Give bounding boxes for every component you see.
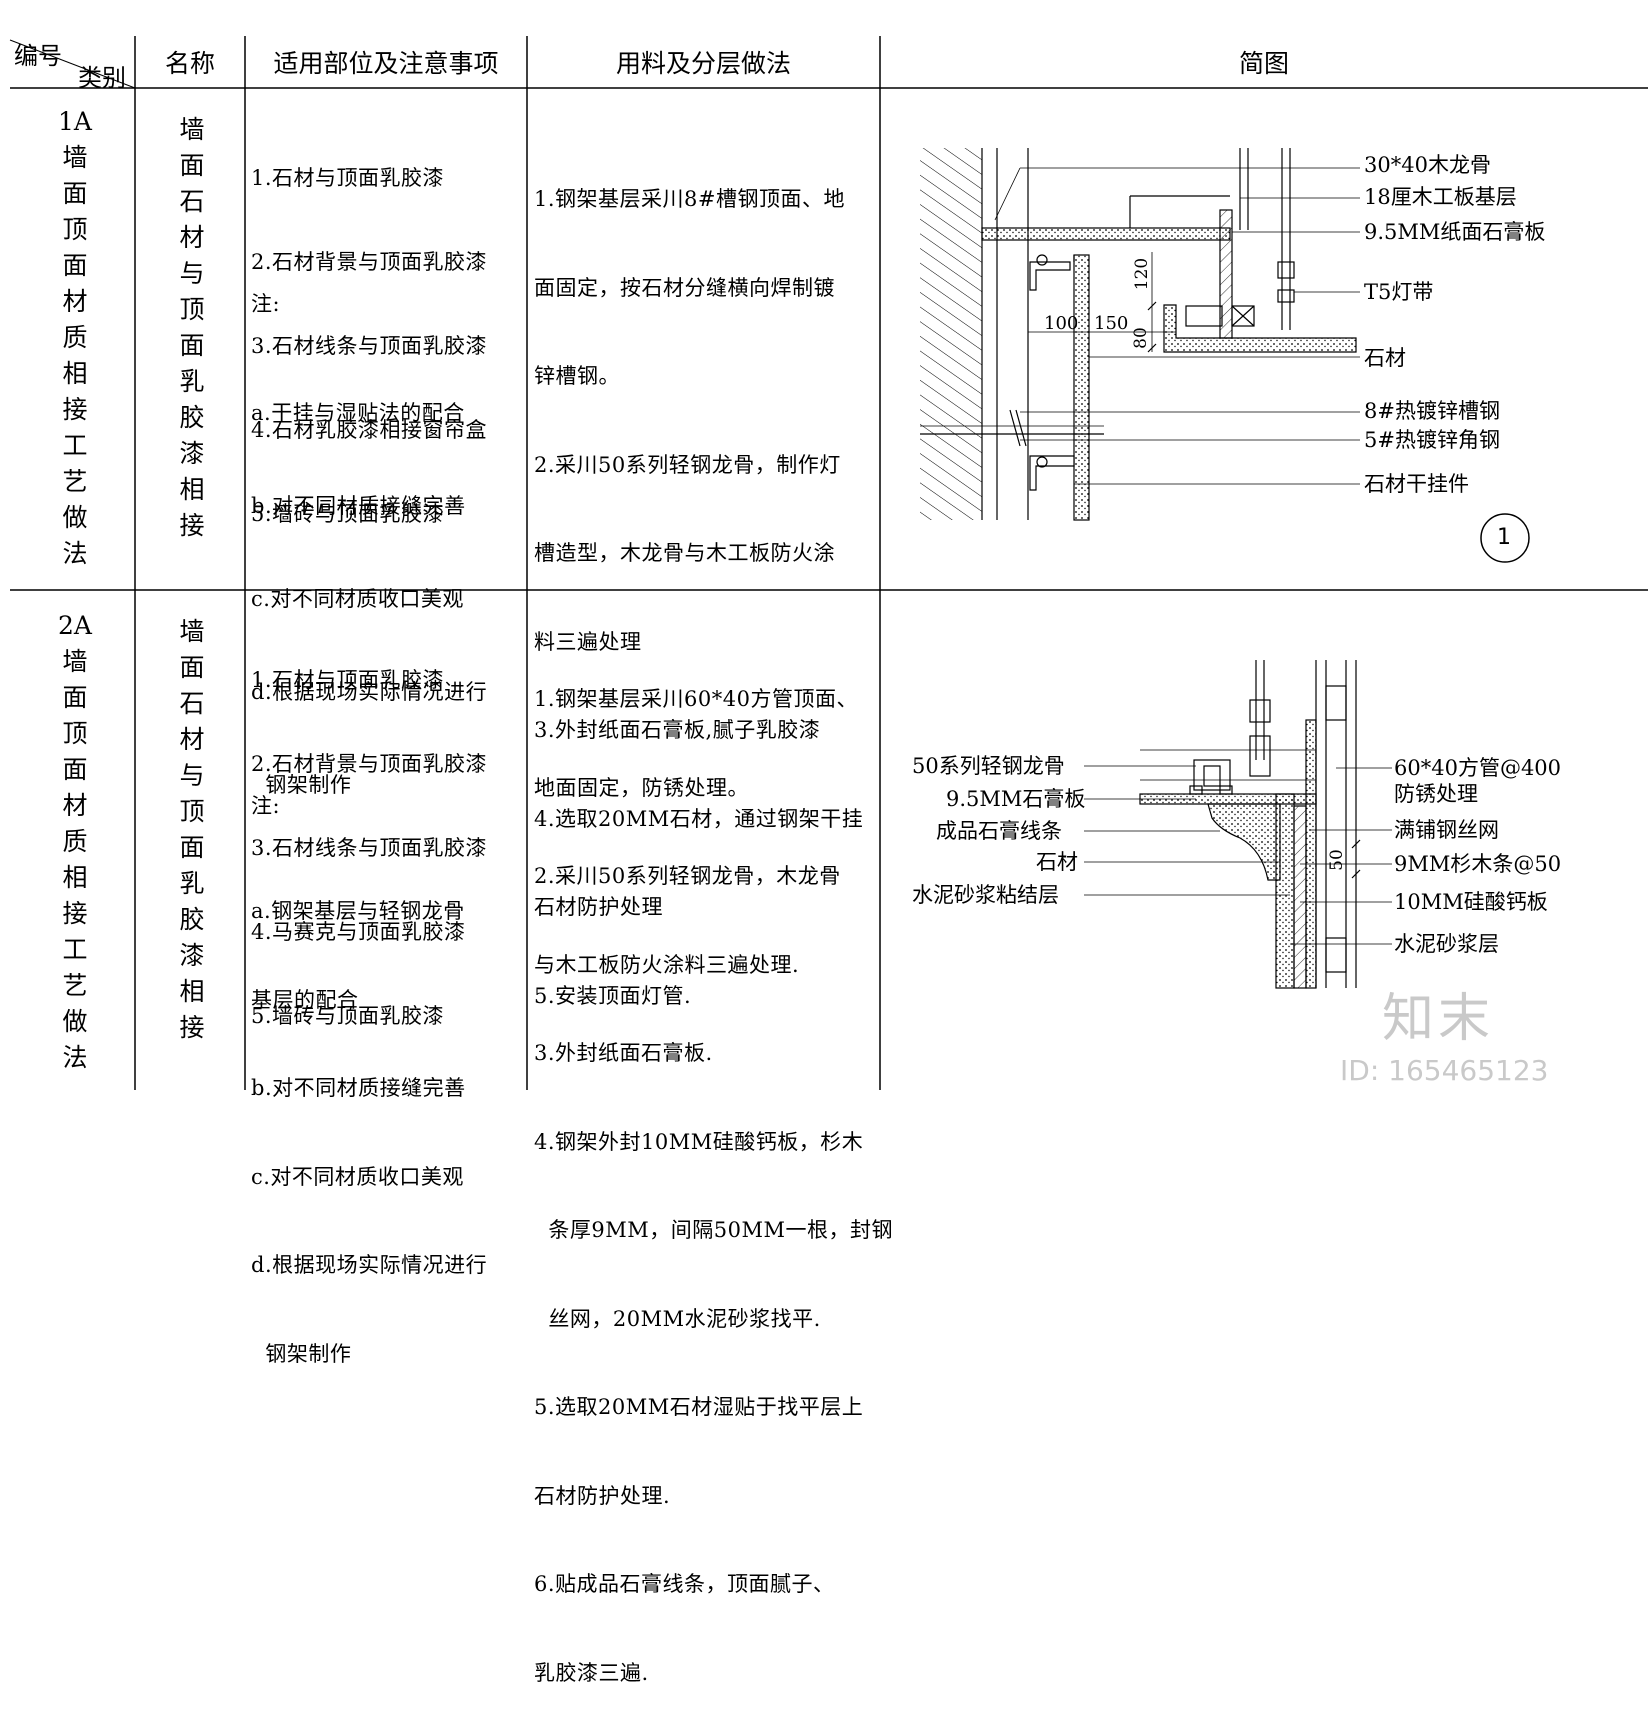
header-scope: 适用部位及注意事项 [273, 49, 499, 78]
list-item: 4.马赛克与顶面乳胶漆 [251, 920, 466, 944]
callout-label: 10MM硅酸钙板 [1394, 890, 1548, 914]
list-item: 丝网，20MM水泥砂浆找平. [534, 1306, 821, 1331]
list-item: 2.采川50系列轻钢龙骨，木龙骨 [534, 864, 841, 888]
list-item: 5.墙砖与顶面乳胶漆 [251, 1004, 445, 1028]
list-item: 料三遍处理 [534, 629, 642, 654]
callout-label: 9MM杉木条@50 [1394, 852, 1562, 876]
row1-name: 墙面石材与顶面乳胶漆相接 [179, 115, 205, 540]
list-item: 3.石材线条与顶面乳胶漆 [251, 334, 488, 358]
row2-section-drawing [1084, 660, 1392, 989]
callout-label: 9.5MM纸面石膏板 [1364, 220, 1546, 244]
watermark-id: ID: 165465123 [1340, 1054, 1549, 1087]
callout-label: 水泥砂浆层 [1394, 932, 1499, 956]
list-item: 5.选取20MM石材湿贴于找平层上 [534, 1395, 864, 1419]
header-category-label: 类别 [78, 64, 126, 92]
list-item: 2.采川50系列轻钢龙骨，制作灯 [534, 452, 841, 477]
watermark-logo: 知末 [1382, 989, 1495, 1049]
header-code-label: 编号 [14, 42, 62, 70]
list-item: 3.外封纸面石膏板. [534, 1041, 713, 1065]
header-name: 名称 [164, 49, 215, 78]
list-item: 1.钢架基层采川60*40方管顶面、 [534, 687, 858, 711]
row2-scope-list: 1.石材与顶面乳胶漆 2.石材背景与顶面乳胶漆 3.石材线条与顶面乳胶漆 4.马… [251, 610, 487, 1058]
list-item: 2.石材背景与顶面乳胶漆 [251, 752, 488, 776]
callout-label: 50系列轻钢龙骨 [912, 754, 1065, 778]
list-item: b.对不同材质接缝完善 [251, 494, 466, 518]
callout-label: 成品石膏线条 [936, 819, 1062, 843]
dimension-label: 150 [1094, 313, 1129, 334]
row1-notes: a.干挂与湿贴法的配合 b.对不同材质接缝完善 c.对不同材质收口美观 d.根据… [251, 336, 487, 832]
list-item: 乳胶漆三遍. [534, 1660, 649, 1685]
callout-label: 石材 [1364, 346, 1406, 370]
list-item: d.根据现场实际情况进行 [251, 680, 488, 704]
list-item: 石材防护处理. [534, 1483, 671, 1508]
list-item: d.根据现场实际情况进行 [251, 1253, 488, 1277]
table-grid [9, 36, 1648, 1090]
list-item: 1.石材与顶面乳胶漆 [251, 166, 445, 190]
list-item: 与木工板防火涂料三遍处理. [534, 952, 800, 977]
list-item: 5.安装顶面灯管. [534, 983, 692, 1008]
list-item: 3.外封纸面石膏板,腻子乳胶漆 [534, 718, 821, 742]
list-item: a.钢架基层与轻钢龙骨 [251, 899, 465, 923]
list-item: 钢架制作 [251, 773, 352, 797]
list-item: 锌槽钢。 [534, 364, 620, 388]
callout-label: 石材干挂件 [1364, 472, 1469, 496]
list-item: 4.石材乳胶漆相接窗帘盒 [251, 418, 488, 442]
row1-steps: 1.钢架基层采川8#槽钢顶面、地 面固定，按石材分缝横向焊制镀 锌槽钢。 2.采… [534, 126, 863, 1041]
list-item: 1.石材与顶面乳胶漆 [251, 668, 445, 692]
row1-note-title: 注: [251, 292, 281, 316]
callout-label: 水泥砂浆粘结层 [912, 883, 1059, 907]
list-item: 地面固定，防锈处理。 [534, 775, 749, 800]
dimension-label: 50 [1326, 849, 1347, 871]
list-item: 钢架制作 [251, 1341, 352, 1366]
header-sketch: 简图 [1238, 49, 1289, 78]
list-item: c.对不同材质收口美观 [251, 1164, 464, 1189]
header-materials: 用料及分层做法 [615, 49, 791, 78]
list-item: c.对不同材质收口美观 [251, 587, 464, 611]
row2-name: 墙面石材与顶面乳胶漆相接 [179, 617, 205, 1042]
list-item: 2.石材背景与顶面乳胶漆 [251, 250, 488, 274]
list-item: a.干挂与湿贴法的配合 [251, 401, 465, 425]
callout-label: 8#热镀锌槽钢 [1364, 399, 1500, 423]
list-item: 基层的配合 [251, 987, 359, 1012]
list-item: 3.石材线条与顶面乳胶漆 [251, 836, 488, 860]
list-item: 槽造型，木龙骨与木工板防火涂 [534, 541, 835, 565]
callout-label: T5灯带 [1364, 280, 1434, 304]
callout-label: 5#热镀锌角钢 [1364, 428, 1500, 452]
list-item: 条厚9MM，间隔50MM一根，封钢 [534, 1218, 893, 1242]
list-item: 石材防护处理 [534, 895, 663, 919]
row1-scope-list: 1.石材与顶面乳胶漆 2.石材背景与顶面乳胶漆 3.石材线条与顶面乳胶漆 4.石… [251, 108, 487, 556]
row2-note-title: 注: [251, 794, 281, 818]
list-item: 6.贴成品石膏线条，顶面腻子、 [534, 1572, 835, 1596]
list-item: 4.选取20MM石材，通过钢架干挂 [534, 806, 864, 831]
callout-label: 18厘木工板基层 [1364, 185, 1517, 209]
list-item: 4.钢架外封10MM硅酸钙板，杉木 [534, 1129, 864, 1154]
dimension-label: 100 [1044, 313, 1079, 334]
callout-label: 30*40木龙骨 [1364, 153, 1491, 177]
callout-label: 防锈处理 [1394, 782, 1478, 806]
list-item: 1.钢架基层采川8#槽钢顶面、地 [534, 187, 845, 211]
row1-section-drawing [920, 148, 1530, 563]
list-item: 面固定，按石材分缝横向焊制镀 [534, 275, 835, 300]
callout-label: 满铺钢丝网 [1394, 818, 1499, 842]
callout-label: 60*40方管@400 [1394, 756, 1562, 780]
callout-label: 石材 [1036, 850, 1078, 874]
detail-number: 1 [1497, 525, 1511, 550]
callout-label: 9.5MM石膏板 [946, 787, 1086, 811]
list-item: 5.墙砖与顶面乳胶漆 [251, 502, 445, 526]
list-item: b.对不同材质接缝完善 [251, 1076, 466, 1100]
